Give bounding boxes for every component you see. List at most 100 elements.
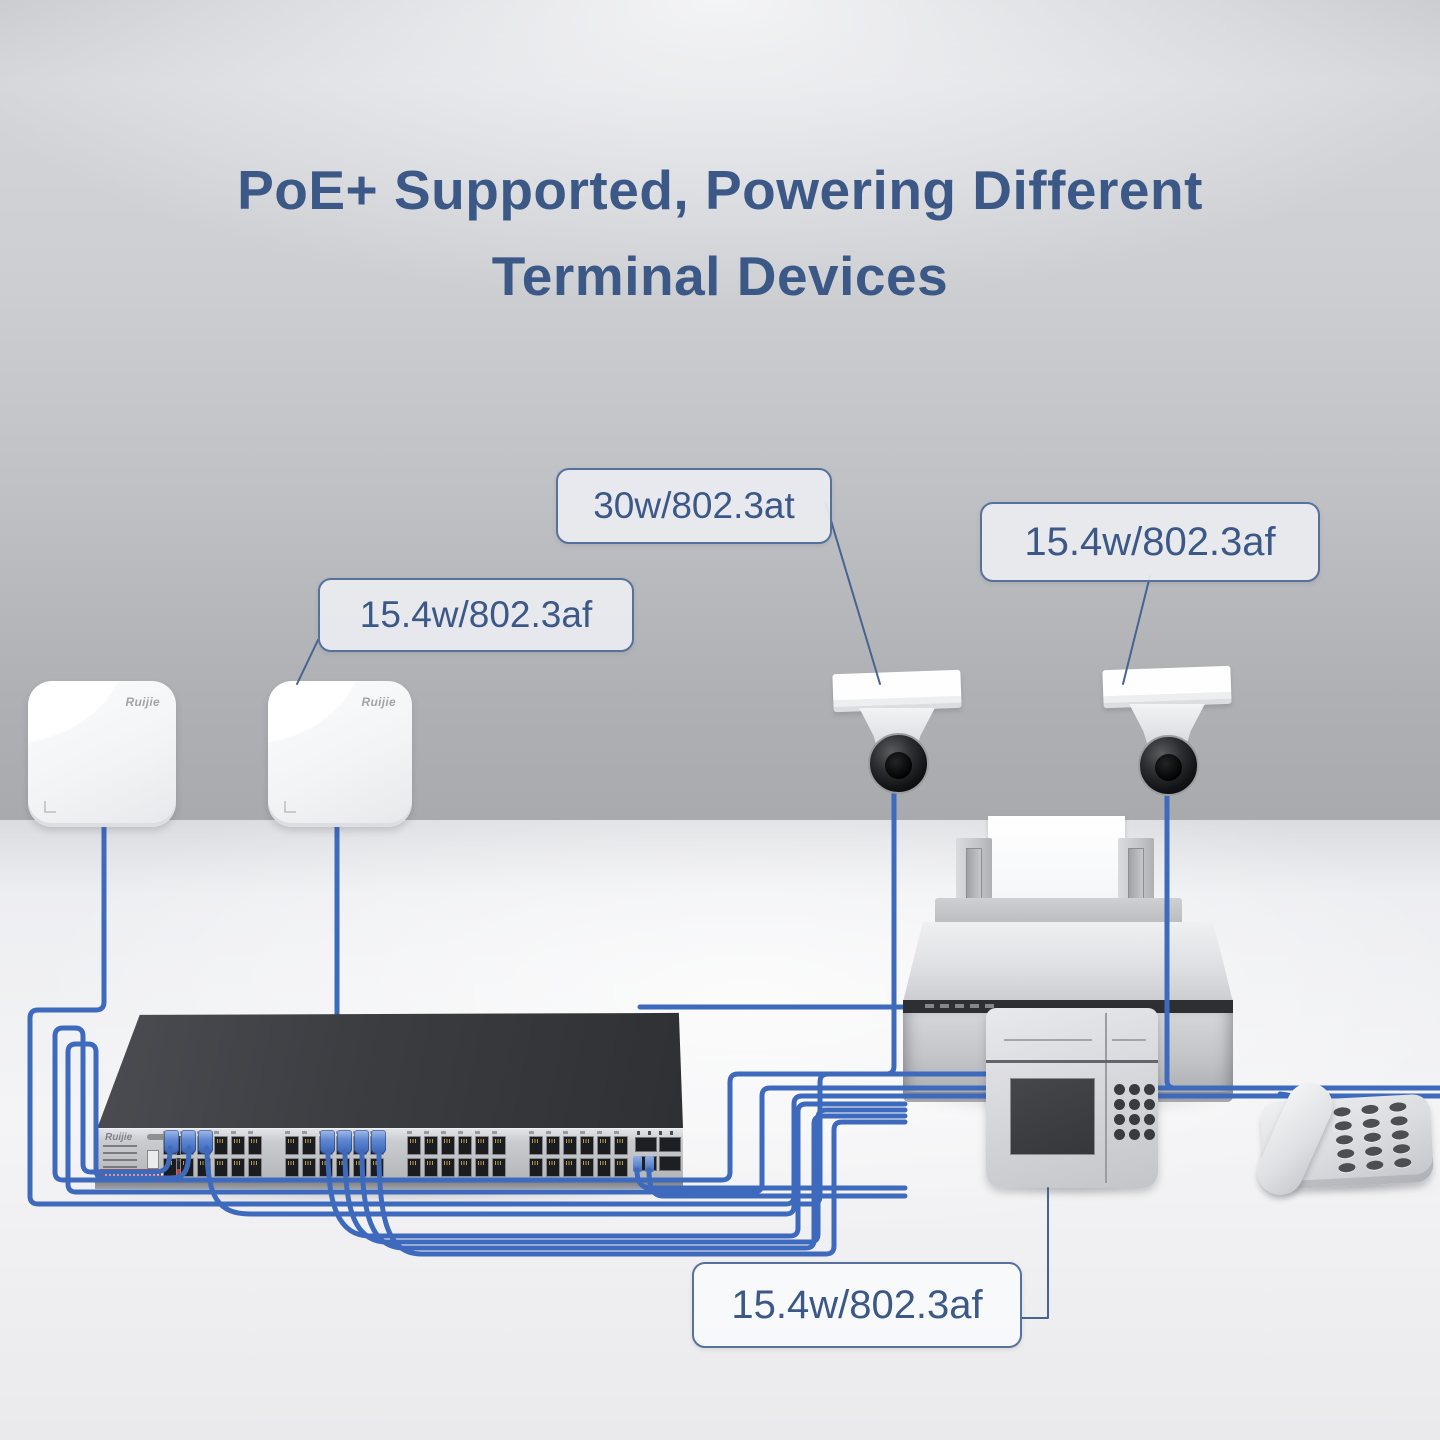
switch-top-surface [97, 1012, 683, 1128]
phone-key [1333, 1106, 1351, 1118]
rj45-port [424, 1158, 438, 1177]
rj45-port [214, 1158, 228, 1177]
keypad-button [1144, 1099, 1155, 1110]
rj45-port [529, 1136, 543, 1155]
phone-key [1388, 1101, 1407, 1113]
keypad-button [1114, 1084, 1125, 1095]
rj45-port [370, 1158, 384, 1177]
rj45-port [492, 1158, 506, 1177]
rj45-port [614, 1136, 628, 1155]
switch-brand-logo: Ruijie [105, 1132, 133, 1143]
keypad-button [1129, 1084, 1140, 1095]
rj45-port [614, 1158, 628, 1177]
switch-bottom-edge [95, 1182, 683, 1189]
rj45-plug [198, 1130, 213, 1154]
rj45-port [580, 1158, 594, 1177]
keypad-button [1144, 1129, 1155, 1140]
rj45-port [231, 1136, 245, 1155]
keypad-button [1114, 1114, 1125, 1125]
power-label-text: 15.4w/802.3af [731, 1282, 983, 1327]
sfp-slot [635, 1137, 657, 1152]
sfp-fiber-plug [645, 1156, 654, 1172]
keypad-button [1129, 1129, 1140, 1140]
desk-phone-keypad [1333, 1100, 1431, 1176]
phone-key [1363, 1132, 1382, 1143]
power-label-text: 15.4w/802.3af [359, 594, 593, 635]
rj45-port [424, 1136, 438, 1155]
rj45-port [248, 1136, 262, 1155]
rj45-port [597, 1158, 611, 1177]
switch-sfp-cage [635, 1131, 681, 1179]
rj45-port [319, 1158, 333, 1177]
controller-divider [1105, 1013, 1107, 1183]
access-point-2: Ruijie [268, 681, 412, 827]
phone-key [1391, 1129, 1410, 1141]
keypad-button [1129, 1114, 1140, 1125]
sfp-led-dots [637, 1131, 679, 1135]
keypad-button [1114, 1129, 1125, 1140]
camera2-mount-plate [1102, 665, 1232, 709]
rj45-plug [164, 1130, 179, 1154]
power-label-text: 30w/802.3at [593, 485, 795, 526]
sfp-fiber-plug [633, 1156, 642, 1172]
rj45-port [580, 1136, 594, 1155]
rj45-port [492, 1136, 506, 1155]
page-title: PoE+ Supported, Powering Different Termi… [0, 148, 1440, 320]
keypad-button [1144, 1114, 1155, 1125]
camera2-lens [1138, 735, 1199, 796]
controller-groove-right [1112, 1039, 1146, 1041]
camera1-lens [868, 733, 929, 794]
controller-groove-left [1004, 1039, 1092, 1041]
switch-usb-port [147, 1150, 159, 1169]
ap1-corner-mark [44, 801, 56, 813]
rj45-port [197, 1158, 211, 1177]
phone-key [1365, 1160, 1384, 1171]
rj45-port [248, 1158, 262, 1177]
phone-key [1392, 1143, 1411, 1155]
rj45-port [336, 1158, 350, 1177]
keypad-button [1114, 1099, 1125, 1110]
keypad-button [1144, 1084, 1155, 1095]
rj45-port [302, 1158, 316, 1177]
rj45-port [458, 1158, 472, 1177]
rj45-port [180, 1158, 194, 1177]
rj45-port [546, 1136, 560, 1155]
switch-port-group [407, 1131, 509, 1180]
rj45-plug [354, 1130, 369, 1154]
rj45-plug [337, 1130, 352, 1154]
rj45-port [441, 1136, 455, 1155]
ap2-corner-mark [284, 801, 296, 813]
port-number-ticks [529, 1131, 631, 1134]
rj45-port [163, 1158, 177, 1177]
keypad-button [1129, 1099, 1140, 1110]
power-label-access-points: 15.4w/802.3af [318, 578, 634, 652]
controller-seam-line [986, 1060, 1158, 1063]
controller-keypad [1114, 1084, 1156, 1144]
rj45-port [546, 1158, 560, 1177]
sfp-slot [659, 1156, 681, 1171]
rj45-port [353, 1158, 367, 1177]
phone-key [1390, 1115, 1408, 1127]
rj45-port [231, 1158, 245, 1177]
power-label-camera-right: 15.4w/802.3af [980, 502, 1320, 582]
title-line-2: Terminal Devices [491, 244, 949, 307]
title-line-1: PoE+ Supported, Powering Different [237, 159, 1203, 221]
phone-key [1364, 1146, 1383, 1157]
rj45-port [475, 1136, 489, 1155]
access-controller [986, 1008, 1158, 1188]
switch-port-group [529, 1131, 631, 1180]
rj45-port [563, 1158, 577, 1177]
rj45-port [407, 1136, 421, 1155]
power-label-camera-left: 30w/802.3at [556, 468, 832, 544]
port-number-ticks [407, 1131, 509, 1134]
power-label-access-controller: 15.4w/802.3af [692, 1262, 1022, 1348]
camera1-mount-plate [832, 669, 962, 713]
rj45-port [285, 1136, 299, 1155]
sfp-slot [659, 1137, 681, 1152]
rj45-port [407, 1158, 421, 1177]
power-label-text: 15.4w/802.3af [1024, 519, 1276, 564]
rj45-port [529, 1158, 543, 1177]
rj45-port [475, 1158, 489, 1177]
rj45-port [458, 1136, 472, 1155]
rj45-port [563, 1136, 577, 1155]
